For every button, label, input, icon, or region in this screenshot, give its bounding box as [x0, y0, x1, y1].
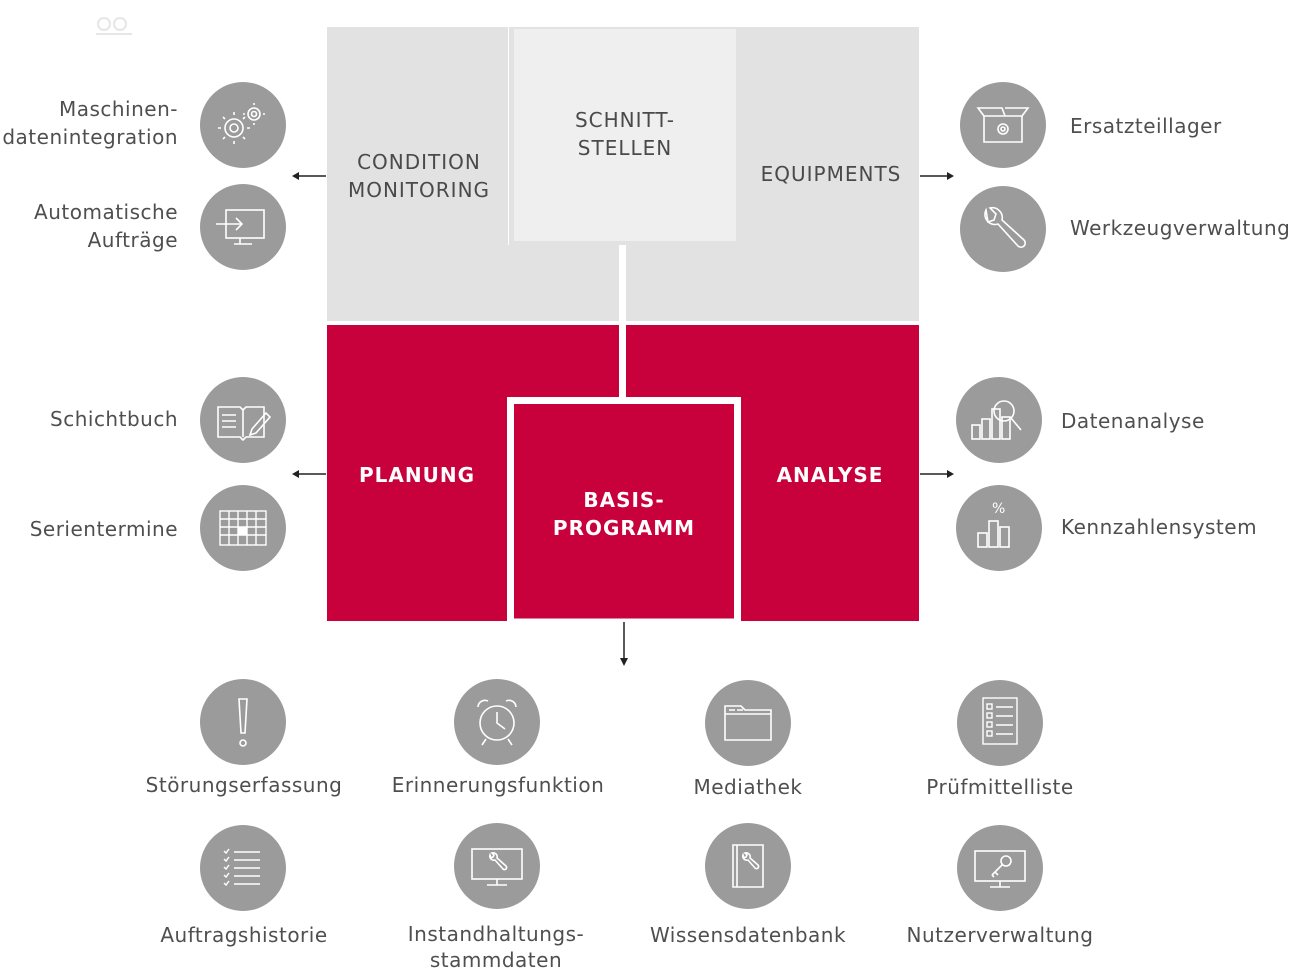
basisprogramm-block — [514, 404, 734, 621]
book-wrench-icon — [705, 823, 791, 909]
instandhaltungsstammdaten-label: Instandhaltungs- stammdaten — [407, 922, 585, 972]
maschinendatenintegration-label: Maschinen- datenintegration — [2, 97, 178, 149]
datenanalyse-label: Datenanalyse — [1061, 409, 1205, 433]
logo-mark-icon — [96, 17, 132, 35]
planung-label: PLANUNG — [358, 463, 475, 487]
schnittstellen-block — [514, 29, 736, 241]
planung-block — [327, 325, 619, 621]
list-checks-icon — [200, 825, 286, 911]
equipments-label: EQUIPMENTS — [760, 162, 902, 186]
nutzerverwaltung-label: Nutzerverwaltung — [906, 923, 1094, 947]
werkzeugverwaltung-label: Werkzeugverwaltung — [1070, 216, 1291, 240]
percent-chart-icon: % — [956, 485, 1042, 571]
basisprogramm-label: BASIS- PROGRAMM — [552, 488, 696, 540]
kennzahlensystem-label: Kennzahlensystem — [1061, 515, 1258, 539]
box-gear-icon — [960, 82, 1046, 168]
checklist-icon — [957, 680, 1043, 766]
pruefmittelliste-label: Prüfmittelliste — [926, 775, 1074, 799]
book-pen-icon — [200, 377, 286, 463]
schnittstellen-label: SCHNITT- STELLEN — [574, 108, 676, 160]
condition-monitoring-label: CONDITION MONITORING — [347, 150, 491, 202]
svg-text:%: % — [992, 501, 1005, 517]
serientermine-label: Serientermine — [29, 517, 178, 541]
auftragshistorie-label: Auftragshistorie — [160, 923, 328, 947]
arrow-right-bottom-icon — [920, 470, 954, 478]
monitor-arrow-icon — [200, 184, 286, 270]
chart-magnifier-icon — [956, 377, 1042, 463]
exclamation-icon — [200, 679, 286, 765]
mediathek-label: Mediathek — [693, 775, 803, 799]
module-diagram — [327, 27, 919, 624]
wrench-icon — [960, 186, 1046, 272]
automatische-auftraege-label: Automatische Aufträge — [34, 200, 178, 252]
monitor-wrench-icon — [454, 823, 540, 909]
folder-icon — [705, 680, 791, 766]
wissensdatenbank-label: Wissensdatenbank — [649, 923, 847, 947]
schichtbuch-label: Schichtbuch — [50, 407, 178, 431]
stoerungserfassung-label: Störungserfassung — [145, 773, 343, 797]
ersatzteillager-label: Ersatzteillager — [1070, 114, 1222, 138]
condition-monitoring-block — [327, 27, 619, 321]
monitor-key-icon — [957, 825, 1043, 911]
analyse-block — [626, 325, 919, 621]
gears-icon — [200, 82, 286, 168]
equipments-block — [626, 27, 919, 321]
arrow-left-bottom-icon — [292, 470, 326, 478]
arrow-right-top-icon — [920, 172, 954, 180]
erinnerungsfunktion-label: Erinnerungsfunktion — [391, 773, 605, 797]
analyse-label: ANALYSE — [776, 463, 884, 487]
arrow-down-icon — [620, 622, 628, 666]
alarm-clock-icon — [454, 679, 540, 765]
arrow-left-top-icon — [292, 172, 326, 180]
calendar-grid-icon — [200, 485, 286, 571]
